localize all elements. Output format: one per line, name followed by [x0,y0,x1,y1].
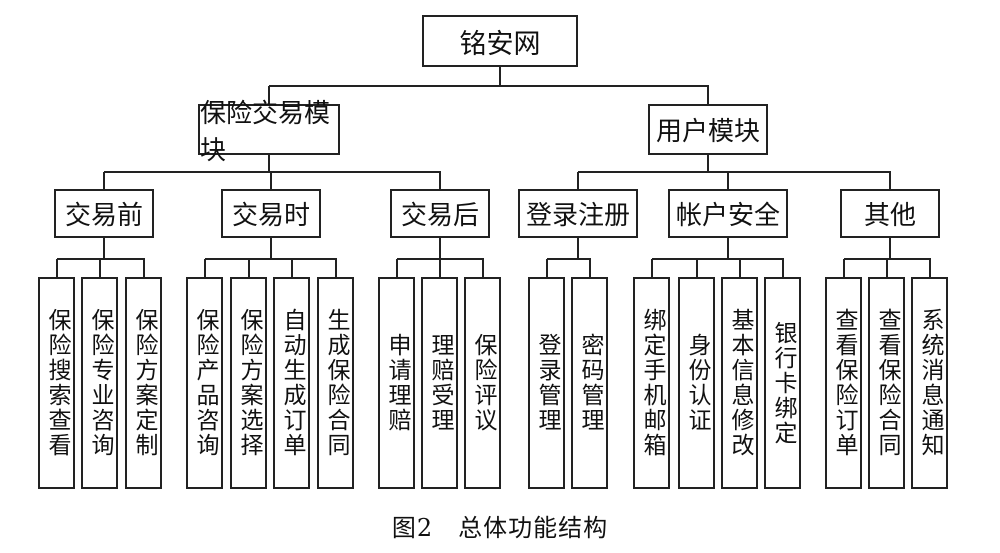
connector-line [727,238,729,259]
connector-line [269,85,709,87]
connector-line [738,259,741,277]
root-node: 铭安网 [422,15,578,67]
connector-line [781,259,784,277]
leaf-node: 保险方案选择 [230,277,267,489]
leaf-node: 保险产品咨询 [186,277,223,489]
connector-line [545,259,548,277]
leaf-node: 生成保险合同 [317,277,354,489]
leaf-node: 银行卡绑定 [764,277,801,489]
connector-line [928,259,931,277]
group-node: 交易后 [390,189,490,238]
leaf-node: 保险评议 [464,277,501,489]
connector-line [707,155,709,172]
connector-line [204,258,337,260]
leaf-node: 保险搜索查看 [38,277,75,489]
connector-line [268,86,270,104]
connector-line [577,172,579,189]
connector-line [842,259,845,277]
connector-line [56,258,145,260]
connector-line [55,259,58,277]
connector-line [290,259,293,277]
leaf-node: 自动生成订单 [273,277,310,489]
connector-line [651,258,784,260]
connector-line [395,259,398,277]
connector-line [889,238,891,259]
leaf-node: 基本信息修改 [721,277,758,489]
connector-line [439,172,441,189]
leaf-node: 系统消息通知 [911,277,948,489]
leaf-node: 保险方案定制 [125,277,162,489]
connector-line [578,171,891,173]
figure-caption: 图2 总体功能结构 [391,514,609,542]
connector-line [270,172,272,189]
connector-line [727,172,729,189]
leaf-node: 保险专业咨询 [81,277,118,489]
leaf-node: 密码管理 [571,277,608,489]
connector-line [577,238,579,259]
connector-line [334,259,337,277]
connector-line [270,238,272,259]
module-node: 保险交易模块 [198,99,340,166]
connector-line [247,259,250,277]
group-node: 交易前 [54,189,154,238]
connector-line [650,259,653,277]
connector-line [438,259,441,277]
leaf-node: 绑定手机邮箱 [633,277,670,489]
connector-line [142,259,145,277]
connector-line [707,86,709,104]
connector-line [885,259,888,277]
connector-line [98,259,101,277]
leaf-node: 申请理赔 [378,277,415,489]
leaf-node: 查看保险合同 [868,277,905,489]
connector-line [499,67,501,86]
connector-line [481,259,484,277]
group-node: 交易时 [221,189,321,238]
connector-line [268,155,270,172]
connector-line [203,259,206,277]
group-node: 登录注册 [518,189,638,238]
connector-line [103,172,105,189]
group-node: 帐户安全 [668,189,788,238]
connector-line [695,259,698,277]
connector-line [439,238,441,259]
module-node: 用户模块 [648,104,768,155]
leaf-node: 身份认证 [678,277,715,489]
leaf-node: 理赔受理 [421,277,458,489]
connector-line [889,172,891,189]
connector-line [588,259,591,277]
connector-line [103,238,105,259]
leaf-node: 查看保险订单 [825,277,862,489]
connector-line [546,258,591,260]
connector-line [104,171,441,173]
group-node: 其他 [840,189,940,238]
leaf-node: 登录管理 [528,277,565,489]
